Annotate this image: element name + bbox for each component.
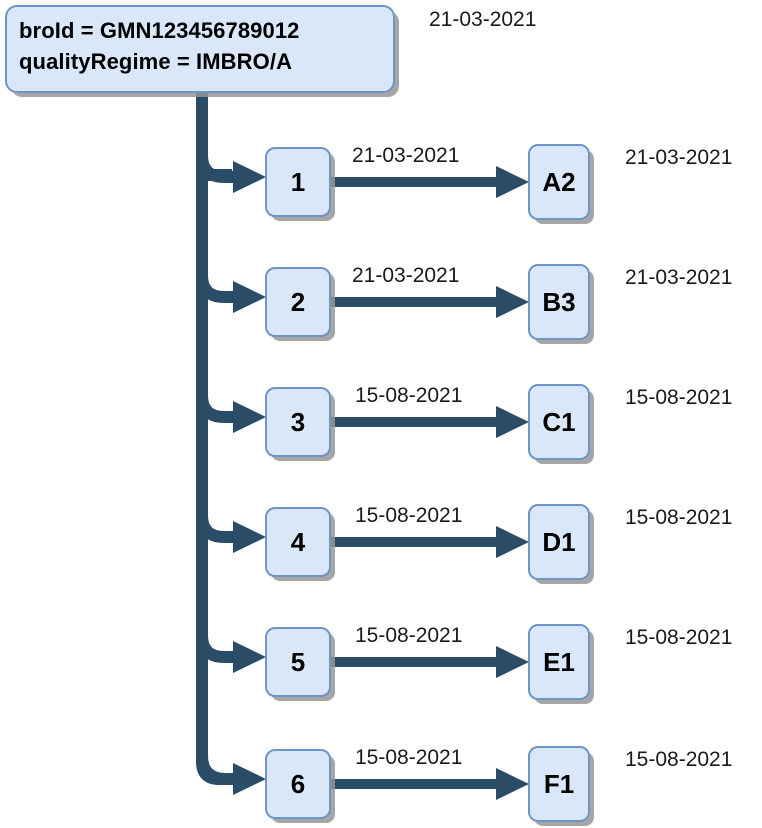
right-node-2[interactable]: B3	[528, 264, 590, 340]
edge-label-4: 15-08-2021	[355, 504, 463, 527]
edge-label-1: 21-03-2021	[352, 144, 460, 167]
left-node-5[interactable]: 5	[265, 627, 331, 697]
left-node-3[interactable]: 3	[265, 387, 331, 457]
right-date-1: 21-03-2021	[625, 146, 733, 169]
right-date-3: 15-08-2021	[625, 386, 733, 409]
edge-label-6: 15-08-2021	[355, 746, 463, 769]
right-date-2: 21-03-2021	[625, 266, 733, 289]
edge-label-5: 15-08-2021	[355, 624, 463, 647]
root-node-broid: broId = GMN123456789012	[19, 18, 300, 43]
edge-label-2: 21-03-2021	[352, 264, 460, 287]
right-node-5[interactable]: E1	[528, 624, 590, 700]
left-node-1[interactable]: 1	[265, 147, 331, 217]
edge-label-3: 15-08-2021	[355, 384, 463, 407]
root-node-quality-regime: qualityRegime = IMBRO/A	[19, 49, 293, 74]
right-date-6: 15-08-2021	[625, 748, 733, 771]
left-node-6[interactable]: 6	[265, 749, 331, 819]
right-date-5: 15-08-2021	[625, 626, 733, 649]
right-node-1[interactable]: A2	[528, 144, 590, 220]
right-node-6[interactable]: F1	[528, 746, 590, 822]
right-date-4: 15-08-2021	[625, 506, 733, 529]
root-date-label: 21-03-2021	[429, 8, 537, 31]
left-node-4[interactable]: 4	[265, 507, 331, 577]
left-node-2[interactable]: 2	[265, 267, 331, 337]
right-node-4[interactable]: D1	[528, 504, 590, 580]
root-node[interactable]: broId = GMN123456789012 qualityRegime = …	[5, 5, 395, 93]
right-node-3[interactable]: C1	[528, 384, 590, 460]
